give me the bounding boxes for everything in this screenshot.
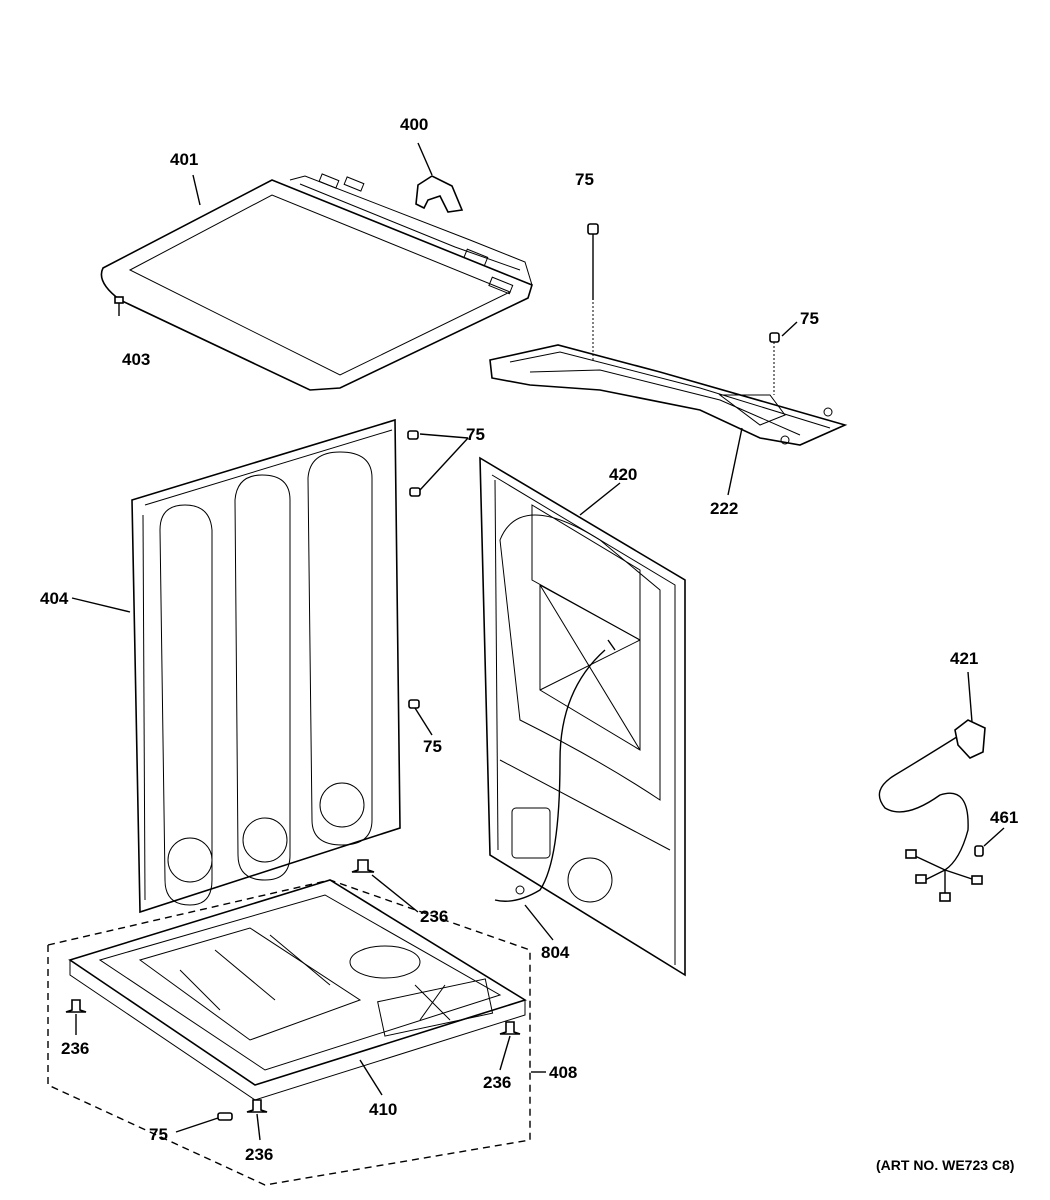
callout-461: 461 (990, 808, 1018, 827)
callout-75-base: 75 (149, 1125, 168, 1144)
callout-403: 403 (122, 350, 150, 369)
callout-804: 804 (541, 943, 570, 962)
callout-75-top: 75 (575, 170, 594, 189)
callout-75-bracket: 75 (800, 309, 819, 328)
callout-400: 400 (400, 115, 428, 134)
callout-401: 401 (170, 150, 198, 169)
screw-403-part (114, 296, 124, 316)
screw-461-part (974, 845, 984, 857)
callout-410: 410 (369, 1100, 397, 1119)
support-bracket-part (489, 344, 848, 446)
top-cover-part (100, 173, 533, 391)
panel-screws-part (407, 430, 421, 709)
callout-75-panel-bottom: 75 (423, 737, 442, 756)
callout-236-upper: 236 (420, 907, 448, 926)
clip-400-part (415, 175, 464, 213)
leader-lines (71, 142, 1005, 1141)
callout-420: 420 (609, 465, 637, 484)
callout-421: 421 (950, 649, 978, 668)
callout-408: 408 (549, 1063, 577, 1082)
callout-236-left: 236 (61, 1039, 89, 1058)
screw-75-part (587, 223, 780, 395)
power-cord-part (878, 719, 986, 902)
harness-804-part (494, 639, 616, 902)
art-number: (ART NO. WE723 C8) (876, 1157, 1014, 1173)
callout-236-right: 236 (483, 1073, 511, 1092)
back-panel-part (479, 456, 686, 977)
callout-404: 404 (40, 589, 69, 608)
callout-222: 222 (710, 499, 738, 518)
base-pan-part (68, 879, 527, 1101)
side-panel-part (131, 418, 401, 914)
callout-75-panel-top: 75 (466, 425, 485, 444)
leveling-feet-part (65, 859, 521, 1121)
callout-236-bottom: 236 (245, 1145, 273, 1164)
